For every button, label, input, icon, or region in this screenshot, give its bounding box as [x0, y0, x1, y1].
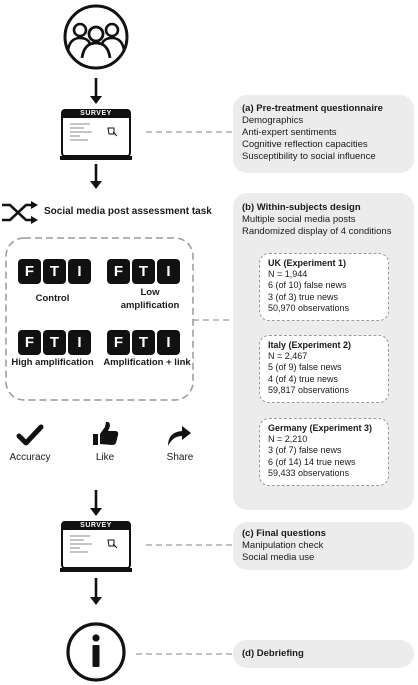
experiment-line: N = 2,210	[268, 434, 308, 445]
survey-label: SURVEY	[80, 110, 112, 117]
panel-a-line: Cognitive reflection capacities	[242, 139, 368, 150]
share-arrow-icon	[168, 426, 191, 446]
response-like-label: Like	[95, 452, 115, 463]
response-share-label: Share	[166, 452, 194, 463]
letter-f: F	[18, 330, 41, 355]
experiment-title: UK (Experiment 1)	[268, 258, 347, 268]
panel-d: (d) Debriefing	[233, 640, 414, 668]
panel-b: (b) Within-subjects design Multiple soci…	[233, 193, 414, 510]
experiment-germany: Germany (Experiment 3) N = 2,210 3 (of 7…	[259, 418, 389, 486]
experiment-line: 59,433 observations	[268, 467, 350, 478]
letter-i: I	[157, 330, 180, 355]
panel-c-title: (c) Final questions	[242, 528, 326, 539]
format-label: Low amplification	[120, 287, 180, 311]
task-title: Social media post assessment task	[44, 206, 212, 217]
letter-t: T	[43, 259, 66, 284]
format-label: High amplification	[11, 357, 94, 368]
panel-a-title: (a) Pre-treatment questionnaire	[242, 103, 383, 114]
shuffle-icon	[2, 201, 38, 224]
experiment-line: 5 (of 9) false news	[268, 362, 342, 373]
experiment-title: Germany (Experiment 3)	[268, 423, 373, 433]
experiment-line: 59,817 observations	[268, 384, 350, 395]
format-label: Amplification + link	[103, 357, 191, 368]
panel-b-line: Multiple social media posts	[242, 214, 356, 225]
experiment-line: 4 (of 4) true news	[268, 373, 339, 384]
format-label: Control	[35, 293, 70, 304]
letter-t: T	[43, 330, 66, 355]
experiment-line: 3 (of 7) false news	[268, 445, 342, 456]
letter-i: I	[157, 259, 180, 284]
panel-b-line: Randomized display of 4 conditions	[242, 226, 392, 237]
survey-screen-icon	[60, 109, 132, 160]
experiment-line: 3 (of 3) true news	[268, 291, 339, 302]
thumbs-up-icon	[93, 421, 119, 445]
flow-arrow-4	[90, 578, 102, 605]
experiment-uk: UK (Experiment 1) N = 1,944 6 (of 10) fa…	[259, 253, 389, 321]
panel-c-line: Social media use	[242, 552, 315, 563]
letter-t: T	[132, 259, 155, 284]
flow-arrow-3	[90, 490, 102, 516]
panel-c-line: Manipulation check	[242, 540, 324, 551]
flow-arrow-1	[90, 78, 102, 104]
experiment-title: Italy (Experiment 2)	[268, 340, 352, 350]
experiment-line: N = 2,467	[268, 351, 308, 362]
experiment-line: N = 1,944	[268, 269, 308, 280]
checkmark-icon	[16, 424, 44, 446]
panel-a-line: Susceptibility to social influence	[242, 151, 376, 162]
letter-f: F	[107, 259, 130, 284]
panel-d-title: (d) Debriefing	[242, 648, 304, 659]
flow-arrow-2	[90, 164, 102, 189]
panel-a-line: Demographics	[242, 115, 304, 126]
experiment-line: 50,970 observations	[268, 302, 350, 313]
panel-b-title: (b) Within-subjects design	[242, 202, 361, 213]
letter-t: T	[132, 330, 155, 355]
conditions-box	[5, 237, 194, 401]
panel-c: (c) Final questions Manipulation check S…	[233, 522, 414, 570]
experiment-line: 6 (of 10) false news	[268, 280, 347, 291]
response-accuracy-label: Accuracy	[9, 452, 51, 463]
survey-label-final: SURVEY	[80, 522, 112, 529]
panel-a-line: Anti-expert sentiments	[242, 127, 337, 138]
letter-f: F	[107, 330, 130, 355]
participants-group-icon	[63, 4, 129, 70]
letter-f: F	[18, 259, 41, 284]
panel-a: (a) Pre-treatment questionnaire Demograp…	[233, 95, 414, 173]
experiment-line: 6 (of 14) 14 true news	[268, 456, 356, 467]
letter-i: I	[68, 259, 91, 284]
info-icon	[66, 622, 126, 682]
experiment-italy: Italy (Experiment 2) N = 2,467 5 (of 9) …	[259, 335, 389, 403]
letter-i: I	[68, 330, 91, 355]
survey-screen-icon-final	[60, 521, 132, 572]
